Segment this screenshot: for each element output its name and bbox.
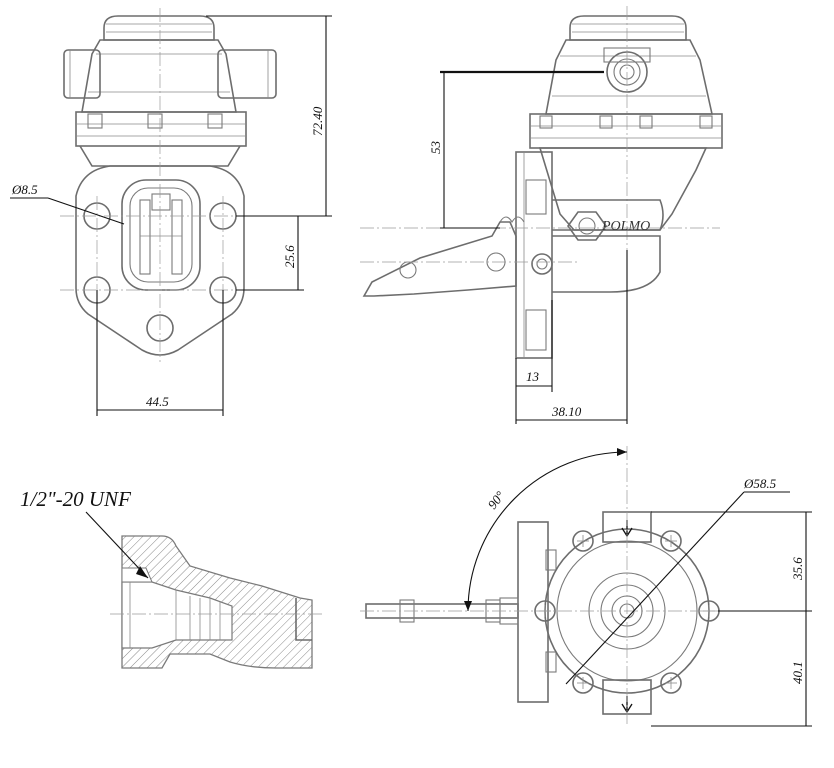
dim-outlet-height: 53 [428, 141, 443, 155]
front-window [121, 179, 201, 291]
bottom-bolt [660, 672, 682, 694]
bottom-bolt [572, 672, 594, 694]
front-cap [103, 15, 215, 41]
side-lever [362, 221, 517, 297]
dim-hole-spacing-vertical: 25.6 [282, 245, 297, 268]
bottom-bolt [660, 530, 682, 552]
side-hex-nut [567, 211, 607, 241]
front-left-port [63, 49, 101, 99]
dim-angle: 90° [485, 488, 508, 512]
side-flange [529, 113, 723, 149]
side-pivot [531, 253, 553, 275]
dim-hole-spacing-horizontal: 44.5 [146, 394, 169, 409]
dim-flange-offset: 13 [526, 369, 540, 384]
front-right-port [217, 49, 277, 99]
dim-body-diameter: Ø58.5 [743, 476, 777, 491]
brand-label: POLMO [601, 219, 650, 234]
dim-hole-diameter: Ø8.5 [11, 182, 38, 197]
section-view: 1/2"-20 UNF [20, 487, 322, 669]
dim-lever-offset: 38.10 [551, 404, 582, 419]
side-view: POLMO 53 13 38.10 [360, 6, 723, 424]
side-upper-body [545, 39, 713, 115]
front-mount-plate [75, 165, 245, 356]
thread-label: 1/2"-20 UNF [20, 487, 131, 511]
dim-bottom-lower: 40.1 [790, 661, 805, 684]
dim-height-total: 72.40 [310, 106, 325, 136]
front-view: 72.40 25.6 44.5 Ø8.5 [10, 8, 332, 416]
side-cap [569, 15, 687, 41]
bottom-bolt [572, 530, 594, 552]
bottom-view: 90° Ø58.5 35.6 40.1 [360, 446, 812, 727]
bottom-bracket [517, 521, 549, 703]
front-flange [75, 111, 247, 147]
side-arm-housing [552, 199, 664, 231]
dim-bottom-upper: 35.6 [790, 557, 805, 581]
side-lower-housing [538, 147, 708, 231]
front-upper-body [81, 39, 237, 113]
